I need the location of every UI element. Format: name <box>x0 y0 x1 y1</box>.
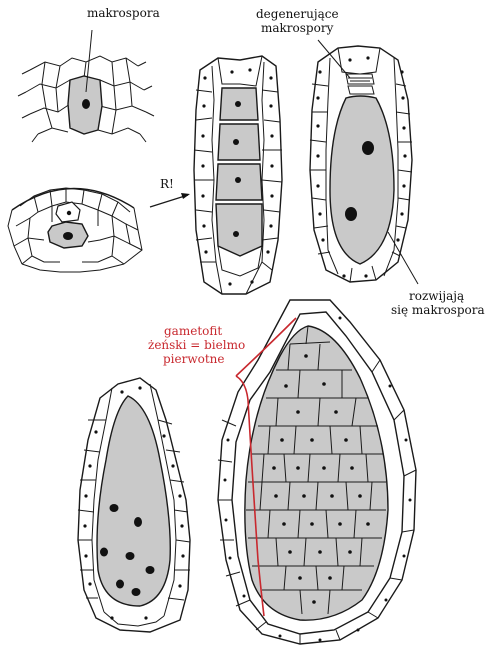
reduction-arrow <box>150 193 190 207</box>
panel-free-nuclear-stage <box>78 378 190 632</box>
label-gametofit-line2: żeński = bielmo <box>148 339 245 352</box>
label-rozwijajaca-line2: się makrospora <box>391 304 485 317</box>
panel-developing-megaspore <box>310 40 418 284</box>
panel-dividing-cell <box>8 188 142 272</box>
panel-female-gametophyte <box>218 300 416 644</box>
label-rozwijajaca-line1: rozwijają <box>409 290 464 303</box>
label-reduction: R! <box>160 178 174 191</box>
label-degenerujace-line1: degenerujące <box>256 8 339 21</box>
label-makrospora: makrospora <box>87 7 160 20</box>
label-gametofit-line3: pierwotne <box>163 353 225 366</box>
panel-tetrad <box>194 56 282 294</box>
panel-megaspore-mother-cell <box>18 30 154 142</box>
label-degenerujace-line2: makrospory <box>261 22 333 35</box>
label-gametofit-line1: gametofit <box>164 325 222 338</box>
